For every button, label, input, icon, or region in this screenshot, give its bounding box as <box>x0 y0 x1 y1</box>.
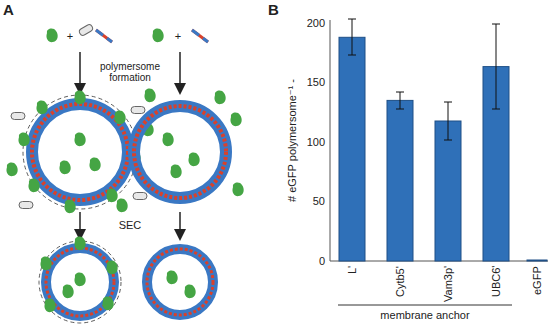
step-label: SEC <box>119 219 142 232</box>
tick-label: 200 <box>307 17 325 30</box>
tick-label: 100 <box>307 136 325 149</box>
step-label: polymersome formation <box>91 61 169 84</box>
group-label: membrane anchor <box>380 309 469 322</box>
tick-label: 50 <box>313 195 325 208</box>
panel-letter: B <box>268 1 279 18</box>
category-label: Cytb5' <box>394 266 407 297</box>
category-label: Vam3p' <box>442 266 455 302</box>
panel-letter: A <box>3 1 14 18</box>
plus-sign: + <box>175 30 181 43</box>
category-label: eGFP <box>531 266 544 295</box>
plus-sign: + <box>67 30 73 43</box>
category-label: L' <box>346 266 359 274</box>
tick-label: 0 <box>319 255 325 268</box>
tick-label: 150 <box>307 76 325 89</box>
category-label: UBC6' <box>490 266 503 297</box>
axis-title: # eGFP polymersome⁻¹ - <box>286 80 299 203</box>
